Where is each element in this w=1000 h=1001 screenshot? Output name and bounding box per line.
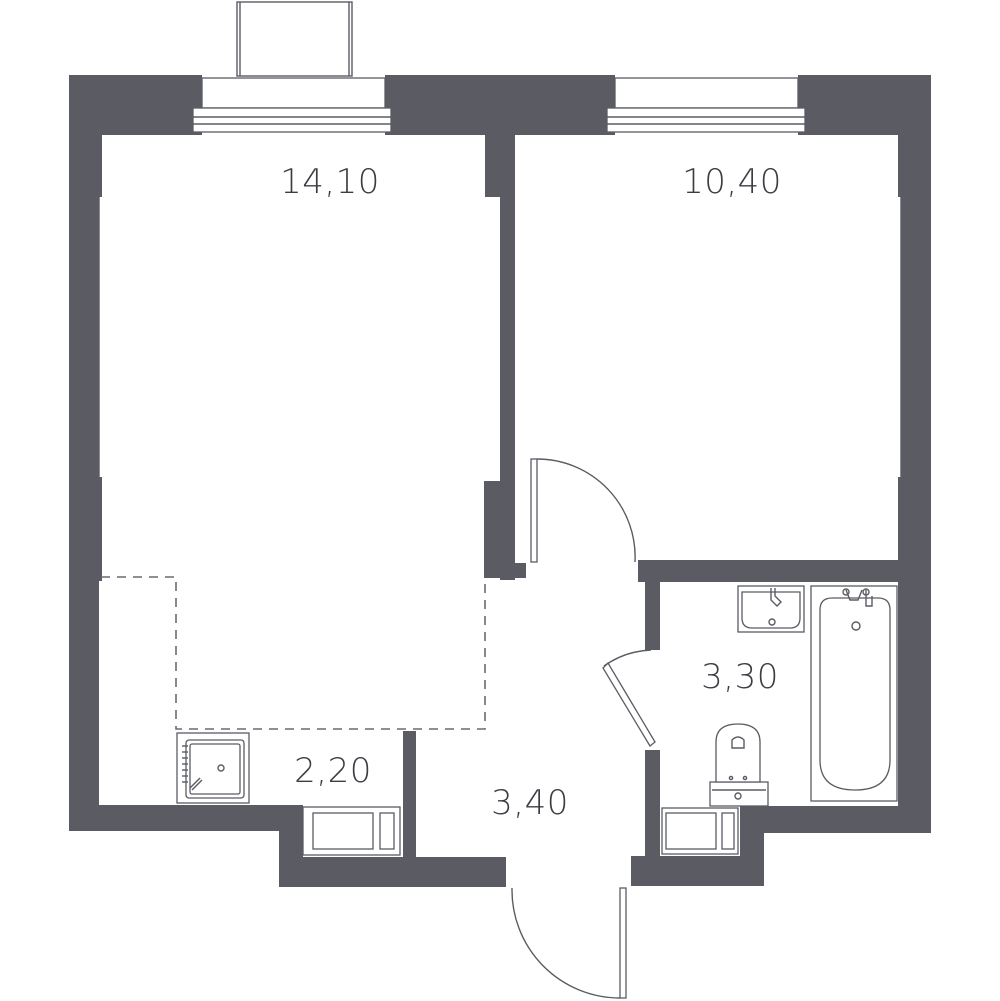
window-icon bbox=[98, 197, 902, 477]
room-area-hallway: 3,40 bbox=[491, 783, 569, 823]
room-area-bedroom: 10,40 bbox=[682, 162, 782, 202]
wall-bath-left-upper bbox=[645, 560, 660, 650]
wall-top-middle bbox=[385, 75, 615, 135]
kitchen-sink-icon bbox=[176, 732, 250, 804]
wall-bottom-notch-base bbox=[279, 857, 506, 887]
room-area-bathroom: 3,30 bbox=[701, 657, 779, 697]
room-area-living: 14,10 bbox=[280, 162, 380, 202]
window-icon bbox=[606, 77, 806, 133]
door-swing-icon bbox=[511, 887, 627, 999]
window-icon bbox=[192, 77, 392, 133]
wall-left-bottom bbox=[69, 581, 99, 831]
door-swing-icon bbox=[602, 649, 656, 747]
wall-center-low bbox=[484, 481, 515, 578]
room-area-kitchen: 2,20 bbox=[294, 751, 372, 791]
balcony bbox=[236, 1, 353, 77]
wall-right-lower bbox=[898, 477, 931, 833]
wall-bath-top bbox=[638, 560, 931, 582]
wall-left-lower bbox=[69, 477, 102, 581]
wall-right-upper bbox=[898, 75, 931, 197]
kitchen-zone-outline bbox=[101, 576, 486, 730]
washbasin-icon bbox=[737, 585, 805, 633]
wall-left-mid bbox=[69, 197, 99, 477]
wall-right-mid bbox=[901, 197, 931, 477]
wall-kitchen-partition bbox=[403, 731, 416, 857]
wall-center-foot bbox=[484, 563, 526, 578]
wall-bottom-left bbox=[69, 805, 299, 831]
appliance-icon bbox=[302, 806, 401, 856]
door-swing-icon bbox=[530, 458, 636, 563]
walls bbox=[69, 75, 931, 887]
toilet-icon bbox=[709, 723, 769, 807]
bathtub-icon bbox=[810, 585, 898, 802]
wall-bath-bottom bbox=[740, 806, 931, 833]
wall-center bbox=[500, 135, 515, 580]
wall-bath-notch-left bbox=[645, 806, 660, 886]
appliance-icon bbox=[661, 807, 739, 855]
wall-left-upper bbox=[69, 75, 102, 197]
